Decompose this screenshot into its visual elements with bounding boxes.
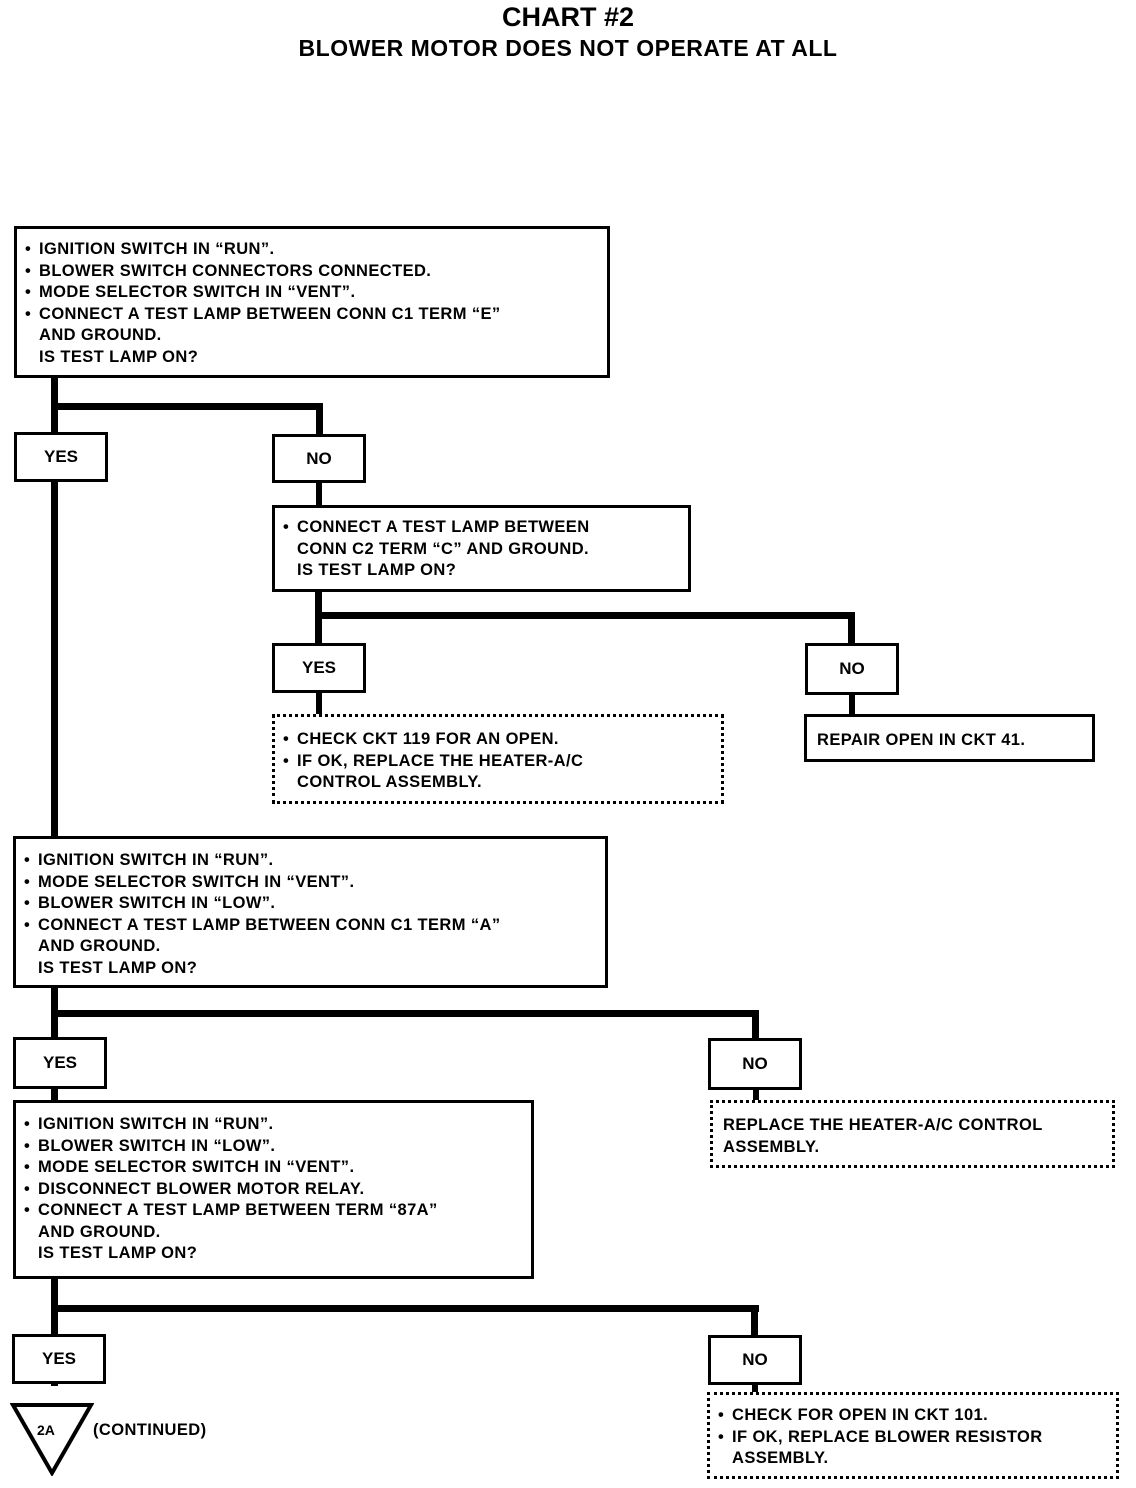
step2-question: IS TEST LAMP ON? [297, 561, 457, 579]
step2-box: CONNECT A TEST LAMP BETWEEN CONN C2 TERM… [272, 505, 691, 592]
step2-item: CONNECT A TEST LAMP BETWEEN [275, 517, 688, 539]
step2-continuation: CONN C2 TERM “C” AND GROUND. [297, 539, 590, 558]
step2-no-label: NO [805, 643, 899, 695]
chart-subtitle: BLOWER MOTOR DOES NOT OPERATE AT ALL [298, 35, 838, 61]
result-a-box: CHECK CKT 119 FOR AN OPEN. IF OK, REPLAC… [272, 714, 724, 804]
result-a-continuation: CONTROL ASSEMBLY. [297, 773, 482, 791]
step4-item: CONNECT A TEST LAMP BETWEEN TERM “87A” [16, 1200, 531, 1222]
connector-line [316, 403, 323, 436]
step1-item: MODE SELECTOR SWITCH IN “VENT”. [17, 282, 607, 304]
result-d-box: CHECK FOR OPEN IN CKT 101. IF OK, REPLAC… [707, 1392, 1119, 1479]
connector-line [316, 482, 322, 506]
step3-continuation: AND GROUND. [38, 937, 161, 955]
step3-item: MODE SELECTOR SWITCH IN “VENT”. [16, 872, 605, 894]
step4-continuation: AND GROUND. [38, 1222, 161, 1241]
step4-box: IGNITION SWITCH IN “RUN”. BLOWER SWITCH … [13, 1100, 534, 1279]
connector-line [51, 1305, 759, 1312]
connector-line [848, 612, 855, 645]
step4-item: MODE SELECTOR SWITCH IN “VENT”. [16, 1157, 531, 1179]
result-c-text: REPLACE THE HEATER-A/C CONTROL [723, 1116, 1043, 1134]
step1-yes-label: YES [14, 432, 108, 482]
connector-line [752, 1010, 759, 1041]
result-b-text: REPAIR OPEN IN CKT 41. [817, 731, 1026, 749]
step1-question: IS TEST LAMP ON? [39, 347, 199, 366]
step4-item: IGNITION SWITCH IN “RUN”. [16, 1114, 531, 1136]
step3-no-label: NO [708, 1038, 802, 1090]
step1-item: CONNECT A TEST LAMP BETWEEN CONN C1 TERM… [17, 304, 607, 326]
step4-item: BLOWER SWITCH IN “LOW”. [16, 1136, 531, 1158]
step4-item: DISCONNECT BLOWER MOTOR RELAY. [16, 1179, 531, 1201]
result-a-item: IF OK, REPLACE THE HEATER-A/C [275, 751, 721, 773]
connector-label: 2A [37, 1422, 55, 1438]
result-a-item: CHECK CKT 119 FOR AN OPEN. [275, 729, 721, 751]
step1-item: IGNITION SWITCH IN “RUN”. [17, 239, 607, 261]
step3-item: BLOWER SWITCH IN “LOW”. [16, 893, 605, 915]
step3-item: IGNITION SWITCH IN “RUN”. [16, 850, 605, 872]
result-b-box: REPAIR OPEN IN CKT 41. [804, 714, 1095, 762]
step1-box: IGNITION SWITCH IN “RUN”. BLOWER SWITCH … [14, 226, 610, 378]
step3-box: IGNITION SWITCH IN “RUN”. MODE SELECTOR … [13, 836, 608, 988]
step1-no-label: NO [272, 434, 366, 483]
step1-item: BLOWER SWITCH CONNECTORS CONNECTED. [17, 261, 607, 283]
step4-no-label: NO [708, 1335, 802, 1385]
step3-question: IS TEST LAMP ON? [38, 958, 198, 977]
chart-title: CHART #2 [501, 2, 635, 32]
result-d-item: IF OK, REPLACE BLOWER RESISTOR [710, 1427, 1116, 1449]
step1-continuation: AND GROUND. [39, 326, 162, 344]
connector-line [751, 1305, 758, 1338]
step4-yes-label: YES [12, 1334, 106, 1384]
continued-label: (CONTINUED) [93, 1421, 207, 1439]
offpage-connector-triangle [10, 1403, 94, 1476]
result-d-item: CHECK FOR OPEN IN CKT 101. [710, 1405, 1116, 1427]
step2-yes-label: YES [272, 643, 366, 693]
step4-question: IS TEST LAMP ON? [38, 1244, 198, 1262]
connector-line [51, 403, 323, 410]
result-c-box: REPLACE THE HEATER-A/C CONTROL ASSEMBLY. [710, 1100, 1115, 1168]
connector-line [315, 612, 855, 619]
result-c-text: ASSEMBLY. [723, 1137, 820, 1156]
connector-line [51, 1010, 759, 1017]
connector-line [849, 693, 855, 716]
connector-line [316, 691, 322, 716]
result-d-continuation: ASSEMBLY. [732, 1449, 829, 1467]
connector-line [753, 1088, 759, 1102]
connector-line [752, 1383, 758, 1395]
step3-item: CONNECT A TEST LAMP BETWEEN CONN C1 TERM… [16, 915, 605, 937]
step3-yes-label: YES [13, 1037, 107, 1089]
